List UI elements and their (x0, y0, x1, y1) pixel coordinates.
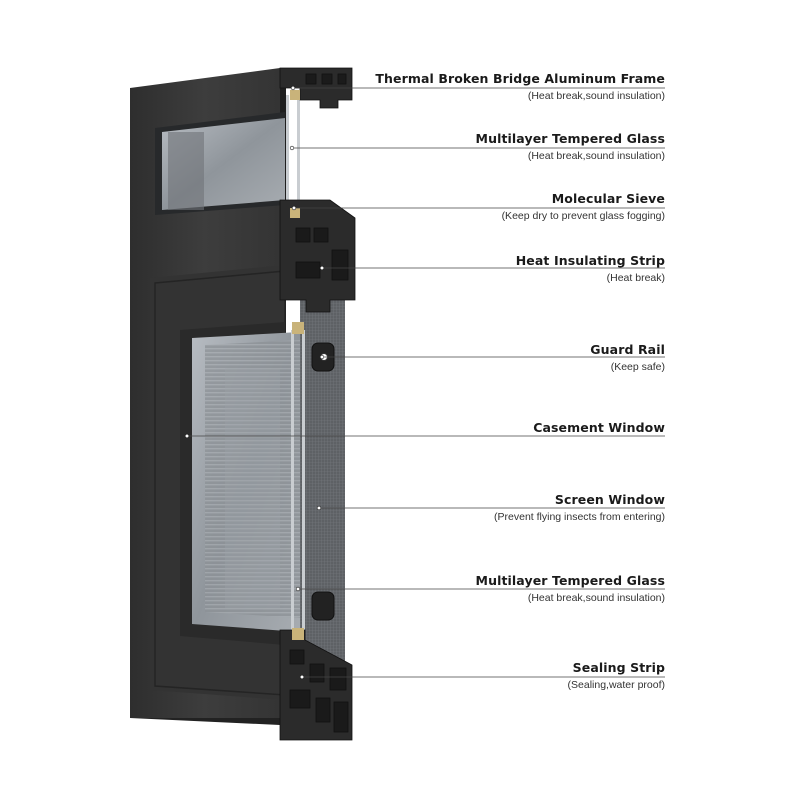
lower-rail-bar (312, 592, 334, 620)
callout-title: Casement Window (533, 420, 665, 435)
leader-screen-window-dot (317, 506, 321, 510)
callout-title: Thermal Broken Bridge Aluminum Frame (375, 71, 665, 86)
callout-note: (Keep safe) (590, 360, 665, 374)
callout-title: Multilayer Tempered Glass (476, 131, 665, 146)
leader-molecular-sieve-dot (292, 206, 296, 210)
callout-note: (Heat break,sound insulation) (476, 149, 665, 163)
callout-title: Screen Window (494, 492, 665, 507)
callout-note: (Heat break,sound insulation) (476, 591, 665, 605)
callout-title: Sealing Strip (568, 660, 665, 675)
callout-molecular-sieve: Molecular Sieve (Keep dry to prevent gla… (502, 191, 665, 223)
leader-tempered-glass-bottom-dot (296, 587, 300, 591)
casement-sash (150, 265, 300, 700)
callout-title: Molecular Sieve (502, 191, 665, 206)
leader-guard-rail-dot (320, 355, 324, 359)
callout-heat-insulating-strip: Heat Insulating Strip (Heat break) (516, 253, 665, 285)
callout-title: Heat Insulating Strip (516, 253, 665, 268)
callout-title: Multilayer Tempered Glass (476, 573, 665, 588)
callout-thermal-frame: Thermal Broken Bridge Aluminum Frame (He… (375, 71, 665, 103)
leader-sealing-strip-dot (300, 675, 304, 679)
leader-thermal-frame-dot (291, 86, 295, 90)
callout-note: (Heat break) (516, 271, 665, 285)
callout-guard-rail: Guard Rail (Keep safe) (590, 342, 665, 374)
leader-heat-insulating-strip-dot (320, 266, 324, 270)
leader-tempered-glass-top-dot (290, 146, 294, 150)
callout-sealing-strip: Sealing Strip (Sealing,water proof) (568, 660, 665, 692)
callout-title: Guard Rail (590, 342, 665, 357)
leader-casement-window-dot (185, 434, 189, 438)
callout-note: (Sealing,water proof) (568, 678, 665, 692)
callout-note: (Keep dry to prevent glass fogging) (502, 209, 665, 223)
callout-note: (Prevent flying insects from entering) (494, 510, 665, 524)
callout-note: (Heat break,sound insulation) (375, 89, 665, 103)
callout-screen-window: Screen Window (Prevent flying insects fr… (494, 492, 665, 524)
callout-tempered-glass-top: Multilayer Tempered Glass (Heat break,so… (476, 131, 665, 163)
callout-tempered-glass-bottom: Multilayer Tempered Glass (Heat break,so… (476, 573, 665, 605)
callout-casement-window: Casement Window (533, 420, 665, 435)
top-glass-pane (155, 112, 285, 215)
